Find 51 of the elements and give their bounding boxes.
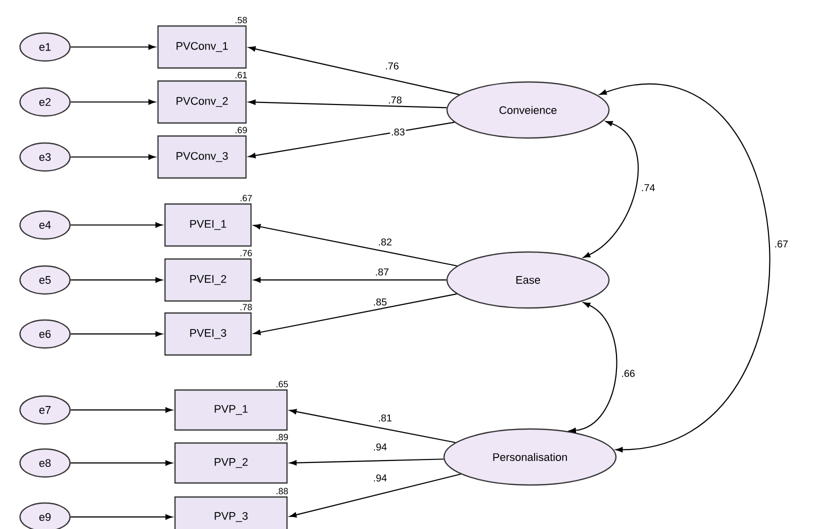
edge-label: .81 <box>377 413 393 423</box>
arrow <box>70 331 162 337</box>
observed-variable-box: PVEI_3 <box>164 312 252 356</box>
arrow <box>290 408 456 444</box>
r-squared-value: .61 <box>236 72 247 78</box>
arrow <box>290 458 444 466</box>
edge-label: .82 <box>377 237 393 247</box>
r-squared-value: .69 <box>236 126 247 134</box>
edge-label: .85 <box>372 297 388 307</box>
edge-label: .83 <box>390 127 406 137</box>
arrow <box>254 224 458 266</box>
r-squared-value: .67 <box>240 194 252 202</box>
r-squared-value: .88 <box>276 488 288 494</box>
observed-variable-box: PVConv_1 <box>157 25 247 69</box>
arrow <box>254 293 457 335</box>
curved-double-arrow <box>568 302 618 434</box>
arrow <box>70 222 162 228</box>
r-squared-value: .58 <box>236 16 247 24</box>
observed-variable-box: PVP_1 <box>174 389 288 431</box>
edge-label: .94 <box>372 473 388 483</box>
observed-variable-box: PVEI_2 <box>164 258 252 302</box>
edge-label: .78 <box>387 95 403 105</box>
edge-label: .94 <box>372 442 388 452</box>
edge-label: .66 <box>620 368 636 378</box>
r-squared-value: .78 <box>240 304 252 310</box>
arrow <box>70 514 172 520</box>
curved-double-arrow <box>600 84 770 452</box>
r-squared-value: .65 <box>276 380 288 388</box>
arrow <box>254 277 446 283</box>
arrow <box>290 474 461 518</box>
observed-variable-box: PVP_3 <box>174 496 288 529</box>
arrow <box>70 44 156 50</box>
arrow <box>248 100 447 108</box>
observed-variable-box: PVP_2 <box>174 442 288 484</box>
arrow <box>248 122 454 158</box>
r-squared-value: .89 <box>276 434 288 440</box>
edge-label: .67 <box>773 239 790 248</box>
edge-label: .74 <box>640 183 656 192</box>
arrow <box>70 407 172 413</box>
observed-variable-box: PVConv_3 <box>157 135 247 179</box>
edge-label: .76 <box>384 61 400 71</box>
r-squared-value: .76 <box>240 250 252 256</box>
arrow <box>248 46 460 96</box>
edge-label: .87 <box>374 267 390 277</box>
arrow <box>70 460 172 466</box>
arrow <box>70 277 162 283</box>
arrow <box>70 99 156 105</box>
observed-variable-box: PVConv_2 <box>157 80 247 124</box>
observed-variable-box: PVEI_1 <box>164 203 252 247</box>
curved-double-arrow <box>583 120 639 258</box>
arrow <box>70 154 156 160</box>
